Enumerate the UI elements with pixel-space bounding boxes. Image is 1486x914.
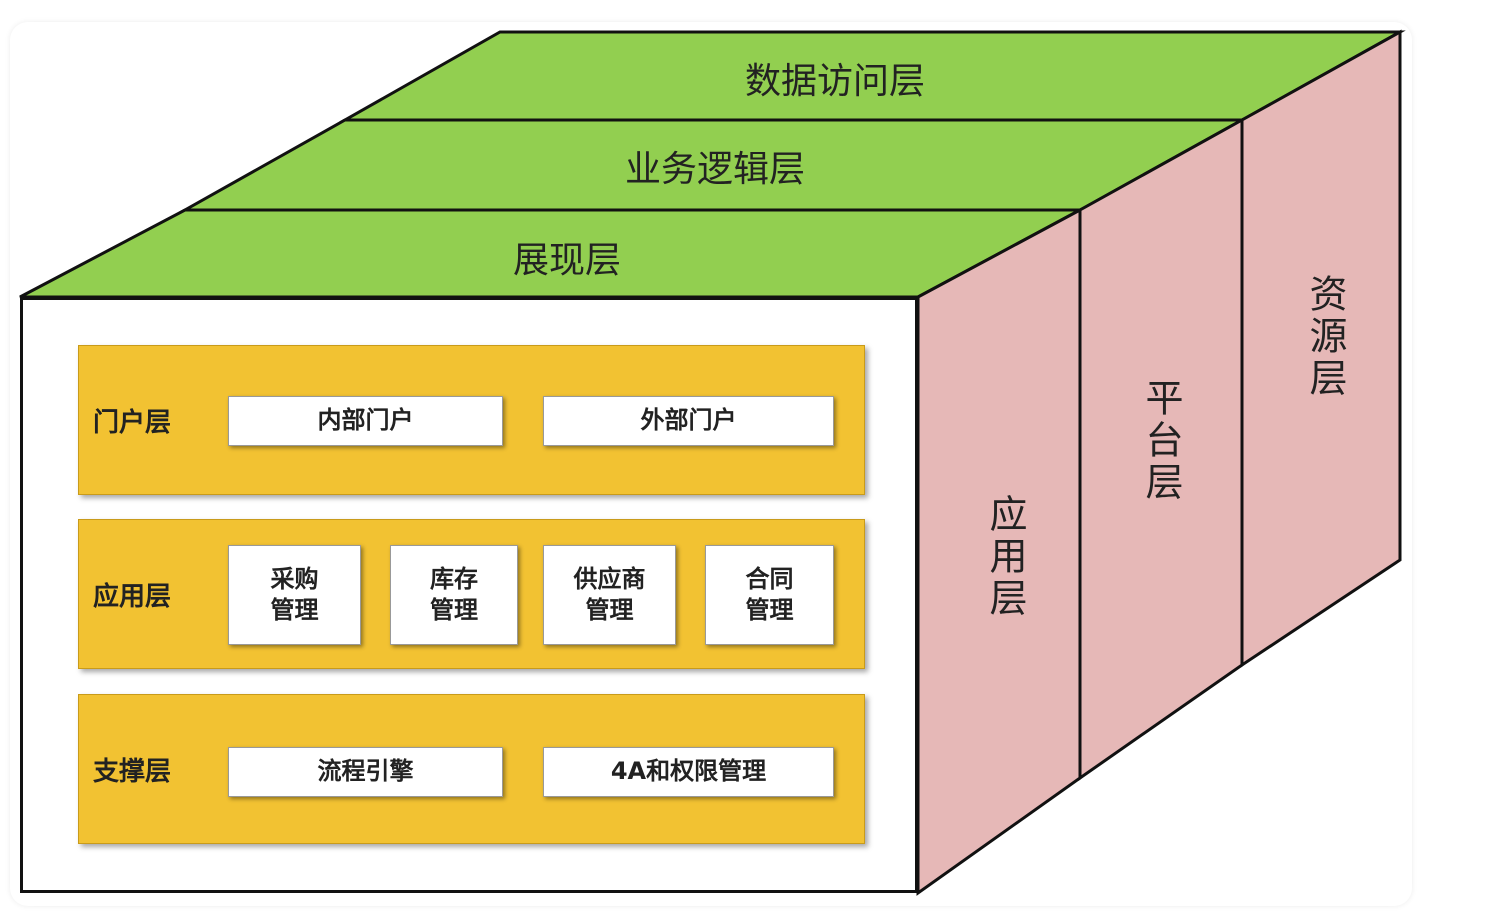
box-4a-permissions: 4A和权限管理 bbox=[543, 747, 834, 797]
box-external-portal: 外部门户 bbox=[543, 396, 834, 446]
box-contract: 合同 管理 bbox=[705, 545, 834, 645]
side-label-platform: 平台层 bbox=[1139, 378, 1183, 504]
box-label: 供应商 管理 bbox=[573, 564, 646, 624]
band-label-portal: 门户层 bbox=[93, 407, 172, 438]
side-label-resource: 资源层 bbox=[1303, 274, 1347, 400]
box-label: 外部门户 bbox=[640, 406, 737, 435]
top-label-business-logic: 业务逻辑层 bbox=[625, 149, 806, 190]
box-label: 流程引擎 bbox=[317, 757, 414, 786]
box-label: 采购 管理 bbox=[270, 564, 319, 624]
side-label-application: 应用层 bbox=[983, 494, 1027, 620]
band-label-support: 支撑层 bbox=[93, 756, 172, 787]
box-inventory: 库存 管理 bbox=[390, 545, 518, 645]
box-label: 4A和权限管理 bbox=[610, 757, 767, 786]
box-label: 合同 管理 bbox=[745, 564, 794, 624]
band-label-application: 应用层 bbox=[93, 581, 172, 612]
box-procurement: 采购 管理 bbox=[228, 545, 361, 645]
box-internal-portal: 内部门户 bbox=[228, 396, 503, 446]
box-supplier: 供应商 管理 bbox=[543, 545, 676, 645]
box-label: 库存 管理 bbox=[430, 564, 478, 624]
top-label-presentation: 展现层 bbox=[513, 240, 622, 281]
top-label-data-access: 数据访问层 bbox=[745, 61, 926, 102]
side-strip-resource bbox=[1240, 29, 1402, 668]
box-workflow-engine: 流程引擎 bbox=[228, 747, 503, 797]
box-label: 内部门户 bbox=[317, 406, 414, 435]
